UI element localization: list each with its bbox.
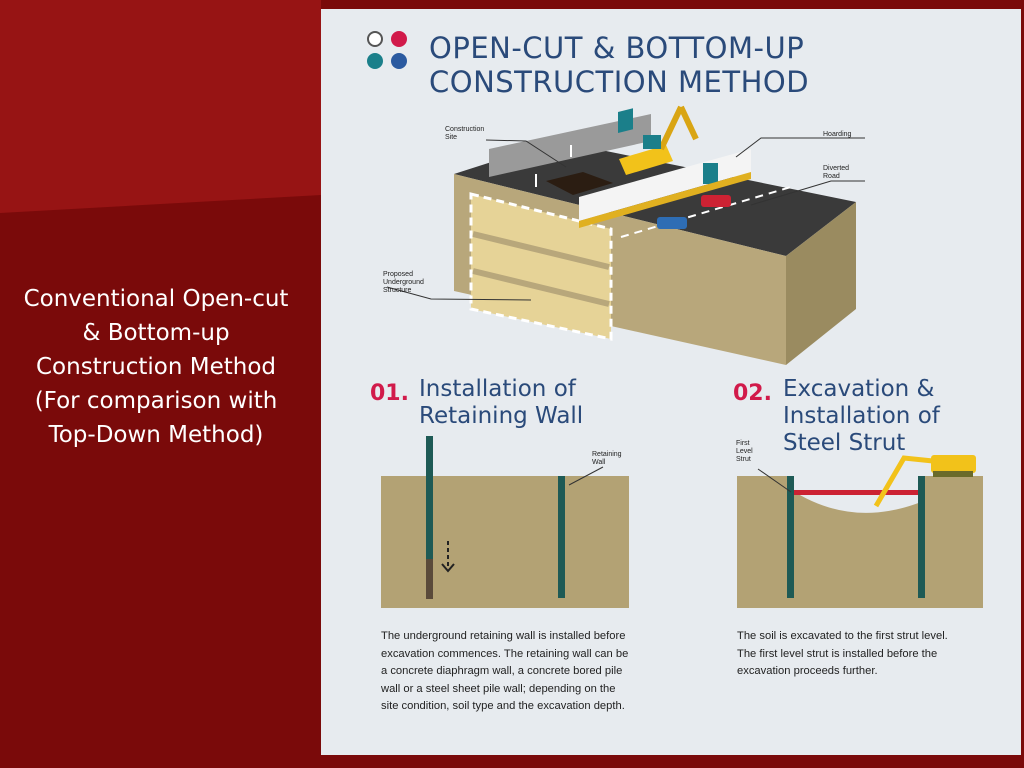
construction-site-label: Construction Site [445,126,485,141]
construction-block [454,105,856,365]
step1-number: 01. [370,381,409,406]
logo-dots-icon [367,31,407,69]
step2-diagram [737,455,983,608]
step1-title: Installation of Retaining Wall [419,376,584,429]
step2-description: The soil is excavated to the first strut… [737,630,948,677]
step2-title: Excavation & Installation of Steel Strut [783,376,940,456]
hoarding-label: Hoarding [823,131,852,138]
infographic-title-line1: OPEN-CUT & BOTTOM-UP [429,31,805,65]
first-level-strut-label: First Level Strut [736,440,753,463]
step1-description: The underground retaining wall is instal… [381,630,629,712]
caption-line: Top-Down Method) [48,422,264,448]
caption-line: (For comparison with [34,388,278,414]
proposed-structure-label: Proposed Underground Structure [383,271,424,294]
block-label-leaders [386,137,865,301]
infographic-panel: OPEN-CUT & BOTTOM-UP CONSTRUCTION METHOD… [321,9,1021,755]
step2-number: 02. [733,381,772,406]
slide-caption: Conventional Open-cut & Bottom-up Constr… [4,282,308,452]
caption-line: & Bottom-up [82,320,230,346]
step1-diagram [381,436,629,608]
diverted-road-label: Diverted Road [823,165,850,180]
caption-line: Construction Method [35,354,277,380]
infographic-drawing [367,31,983,608]
caption-line: Conventional Open-cut [23,286,289,312]
retaining-wall-label: Retaining Wall [592,451,622,466]
infographic-title-line2: CONSTRUCTION METHOD [429,65,810,99]
